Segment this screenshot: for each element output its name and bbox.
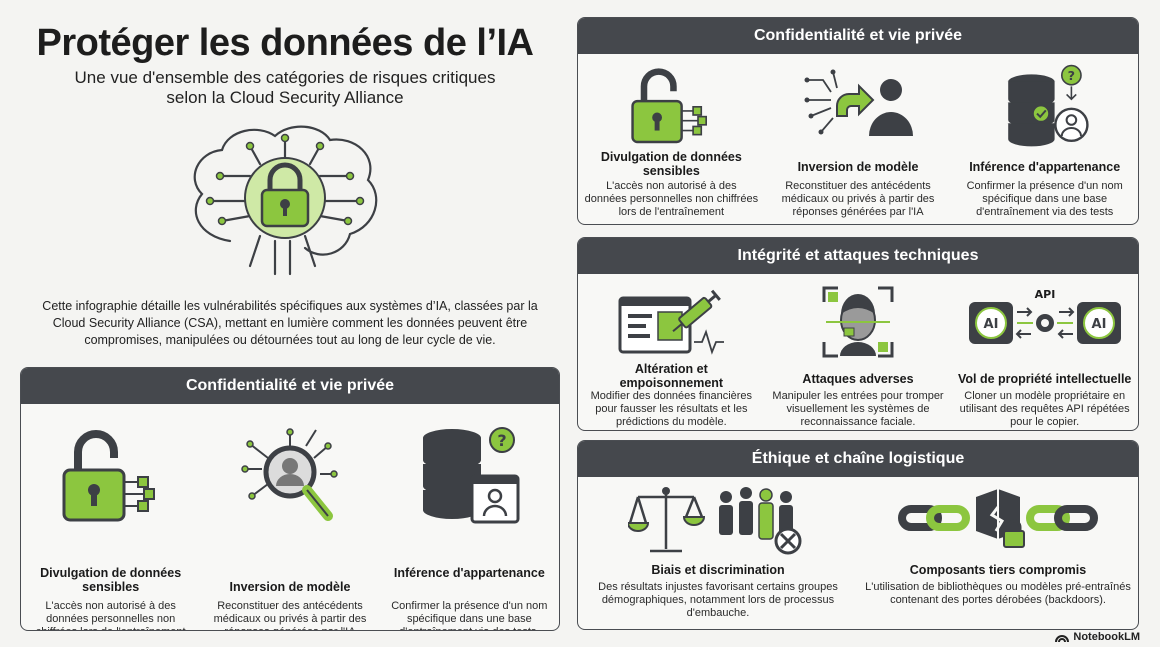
subtitle-line-2: selon la Cloud Security Alliance (166, 88, 404, 107)
card-adversarial-attacks: Attaques adverses Manipuler les entrées … (765, 274, 952, 430)
database-user-icon: ? (421, 427, 520, 524)
database-user-icon: ? (1006, 64, 1089, 148)
card-title: Divulgation de données sensibles (600, 150, 742, 178)
card-data-poisoning: Altération et empoisonnement Modifier de… (578, 274, 765, 430)
subtitle-line-1: Une vue d'ensemble des catégories de ris… (74, 68, 496, 87)
card-title: Composants tiers compromis (909, 563, 1087, 577)
card-title: Inférence d'appartenance (969, 160, 1121, 174)
panel-privacy-right: Confidentialité et vie privée Divulgatio… (577, 17, 1139, 225)
notebooklm-logo-icon (1055, 634, 1070, 642)
card-text: Cloner un modèle propriétaire en utilisa… (959, 390, 1130, 428)
card-title: Inférence d'appartenance (393, 566, 545, 580)
card-title: Divulgation de données sensibles (40, 566, 182, 594)
ai-label: AI (983, 317, 998, 332)
card-text: Reconstituer des antécédents médicaux ou… (213, 600, 367, 630)
card-title: Biais et discrimination (651, 563, 785, 577)
card-sensitive-data-disclosure: Divulgation de données sensibles L'accès… (21, 404, 200, 630)
card-title: Altération et empoisonnement (619, 362, 724, 390)
card-text: L'accès non autorisé à des données perso… (584, 180, 759, 218)
card-compromised-components: Composants tiers compromis L'utilisation… (858, 477, 1138, 629)
syringe-screen-icon (618, 289, 725, 355)
card-text: Modifier des données financières pour fa… (590, 390, 753, 428)
card-membership-inference: ? Inférence d'appartenance Confirmer la … (380, 404, 559, 630)
card-text: Confirmer la présence d'un nom spécifiqu… (966, 180, 1123, 218)
card-title: Attaques adverses (802, 372, 914, 386)
ai-label: AI (1091, 317, 1106, 332)
card-model-inversion: Inversion de modèle Reconstituer des ant… (765, 54, 952, 224)
open-padlock-icon (62, 430, 155, 522)
intro-paragraph: Cette infographie détaille les vulnérabi… (42, 299, 538, 347)
open-padlock-icon (631, 68, 708, 144)
card-text: Des résultats injustes favorisant certai… (598, 581, 838, 619)
panel-ethics-supply-chain: Éthique et chaîne logistique (577, 440, 1139, 630)
panel-header: Éthique et chaîne logistique (578, 441, 1138, 477)
page-subtitle: Une vue d'ensemble des catégories de ris… (20, 68, 550, 108)
notebooklm-brand: NotebookLM (1055, 631, 1140, 643)
card-model-inversion: Inversion de modèle Reconstituer des ant… (200, 404, 379, 630)
card-title: Inversion de modèle (229, 580, 351, 594)
card-text: Reconstituer des antécédents médicaux ou… (781, 180, 935, 218)
card-text: L'accès non autorisé à des données perso… (36, 600, 186, 630)
scale-people-icon (628, 487, 802, 555)
api-brain-icon: AI AI API (968, 288, 1121, 344)
panel-integrity-attacks: Intégrité et attaques techniques Altérat… (577, 237, 1139, 431)
panel-header: Confidentialité et vie privée (21, 368, 559, 404)
broken-chain-icon (898, 489, 1098, 548)
card-text: Confirmer la présence d'un nom spécifiqu… (391, 600, 548, 630)
card-text: L'utilisation de bibliothèques ou modèle… (865, 581, 1131, 606)
magnifier-face-icon (241, 428, 338, 521)
panel-header: Intégrité et attaques techniques (578, 238, 1138, 274)
card-text: Manipuler les entrées pour tromper visue… (772, 390, 944, 428)
card-title: Inversion de modèle (797, 160, 919, 174)
brain-padlock-icon (193, 125, 378, 276)
page-title: Protéger les données de l’IA (36, 22, 534, 64)
brand-label: NotebookLM (1073, 631, 1140, 643)
svg-text:?: ? (498, 431, 507, 450)
api-label: API (1034, 288, 1055, 301)
face-scan-icon (822, 286, 894, 358)
card-sensitive-data-disclosure: Divulgation de données sensibles L'accès… (578, 54, 765, 224)
svg-text:?: ? (1067, 69, 1074, 84)
panel-header: Confidentialité et vie privée (578, 18, 1138, 54)
card-bias-discrimination: Biais et discrimination Des résultats in… (578, 477, 858, 629)
card-ip-theft: AI AI API Vol de propriété intel (951, 274, 1138, 430)
card-title: Vol de propriété intellectuelle (957, 372, 1132, 386)
card-membership-inference: ? Inférence d'appartenance Confirmer la … (951, 54, 1138, 224)
person-arrow-icon (804, 69, 913, 136)
panel-privacy-left: Confidentialité et vie privée Divulgatio… (20, 367, 560, 631)
